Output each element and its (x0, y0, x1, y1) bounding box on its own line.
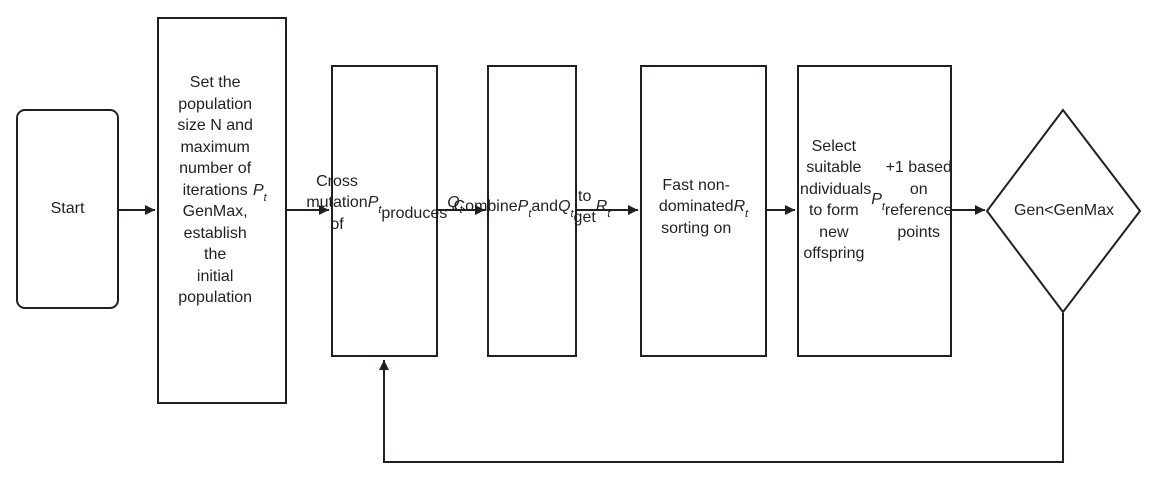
node-decision-label: Gen<GenMax (1013, 202, 1115, 219)
arrow-decision-feedback-to-cross (379, 313, 1064, 463)
decision-diamond-shape (985, 108, 1142, 314)
node-start: Start (16, 109, 119, 309)
